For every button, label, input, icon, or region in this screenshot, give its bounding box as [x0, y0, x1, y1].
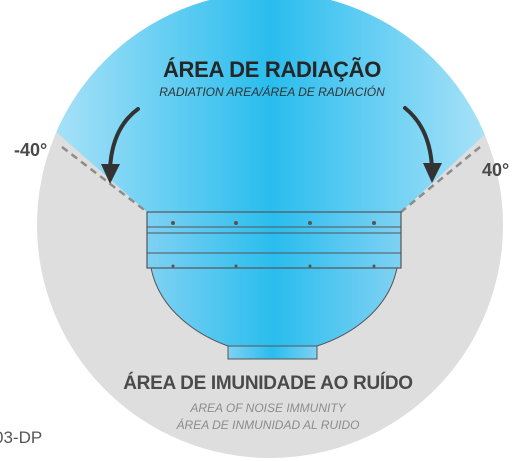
right-boundary-line — [400, 146, 481, 213]
left-arrow-icon — [101, 107, 140, 184]
speaker-neck — [227, 345, 318, 360]
right-angle-label: 40° — [482, 160, 510, 180]
left-angle-label: -40° — [14, 140, 48, 160]
model-code-label: 03-DP — [0, 428, 43, 447]
noise-immunity-subtitle-es: ÁREA DE INMUNIDAD AL RUIDO — [176, 418, 360, 432]
radiation-area-subtitle: RADIATION AREA/ÁREA DE RADIACIÓN — [159, 85, 385, 99]
radiation-area-title: ÁREA DE RADIAÇÃO — [162, 57, 382, 82]
noise-immunity-subtitle-en: AREA OF NOISE IMMUNITY — [190, 401, 346, 415]
speaker-device — [146, 211, 402, 360]
right-arrow-icon — [403, 106, 442, 183]
left-boundary-line — [61, 146, 148, 213]
speaker-housing — [146, 211, 402, 269]
noise-immunity-title: ÁREA DE IMUNIDADE AO RUÍDO — [123, 373, 413, 394]
